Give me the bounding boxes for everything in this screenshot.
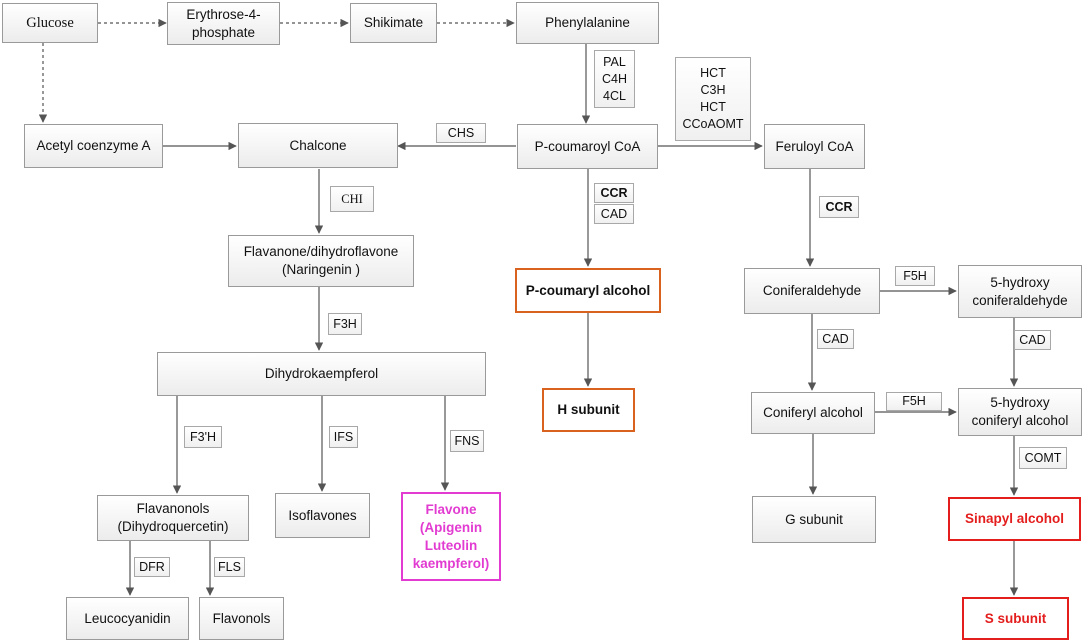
node-dihydrokaempferol: Dihydrokaempferol xyxy=(157,352,486,396)
enzyme-cad-coniferaldehyde: CAD xyxy=(817,329,854,349)
node-coniferyl-alcohol: Coniferyl alcohol xyxy=(751,392,875,434)
node-leucocyanidin: Leucocyanidin xyxy=(66,597,189,640)
enzyme-f5h-bottom: F5H xyxy=(886,392,942,411)
node-p-coumaryl-alcohol: P-coumaryl alcohol xyxy=(515,268,661,313)
enzyme-ifs: IFS xyxy=(329,426,358,448)
node-5-hydroxy-coniferaldehyde: 5-hydroxy coniferaldehyde xyxy=(958,265,1082,318)
enzyme-f3prime-h: F3'H xyxy=(184,426,222,448)
node-sinapyl-alcohol: Sinapyl alcohol xyxy=(948,497,1081,541)
node-flavonols: Flavonols xyxy=(199,597,284,640)
enzyme-fls: FLS xyxy=(214,557,245,577)
enzyme-chi: CHI xyxy=(330,186,374,212)
node-isoflavones: Isoflavones xyxy=(275,493,370,538)
node-erythrose-4-phosphate: Erythrose-4- phosphate xyxy=(167,2,280,45)
enzyme-chs: CHS xyxy=(436,123,486,143)
enzyme-pal-c4h-4cl: PAL C4H 4CL xyxy=(594,50,635,108)
node-p-coumaroyl-coa: P-coumaroyl CoA xyxy=(517,124,658,169)
enzyme-ccr: CCR xyxy=(594,183,634,203)
enzyme-fns: FNS xyxy=(450,430,484,452)
node-phenylalanine: Phenylalanine xyxy=(516,2,659,44)
node-s-subunit: S subunit xyxy=(962,597,1069,640)
node-shikimate: Shikimate xyxy=(350,3,437,43)
node-h-subunit: H subunit xyxy=(542,388,635,432)
enzyme-hct-c3h-hct-ccoaomt: HCT C3H HCT CCoAOMT xyxy=(675,57,751,141)
enzyme-f5h-top: F5H xyxy=(895,266,935,286)
enzyme-comt: COMT xyxy=(1019,447,1067,469)
enzyme-f3h: F3H xyxy=(328,313,362,335)
enzyme-dfr: DFR xyxy=(134,557,170,577)
enzyme-ccr-feruloyl: CCR xyxy=(819,196,859,218)
node-flavanone: Flavanone/dihydroflavone (Naringenin ) xyxy=(228,235,414,287)
node-g-subunit: G subunit xyxy=(752,496,876,543)
node-feruloyl-coa: Feruloyl CoA xyxy=(764,124,865,169)
node-flavone: Flavone (Apigenin Luteolin kaempferol) xyxy=(401,492,501,581)
enzyme-cad-hydroxy: CAD xyxy=(1014,330,1051,350)
node-glucose: Glucose xyxy=(2,3,98,43)
node-coniferaldehyde: Coniferaldehyde xyxy=(744,268,880,314)
node-acetyl-coenzyme-a: Acetyl coenzyme A xyxy=(24,124,163,168)
node-5-hydroxy-coniferyl-alcohol: 5-hydroxy coniferyl alcohol xyxy=(958,388,1082,436)
node-flavanonols: Flavanonols (Dihydroquercetin) xyxy=(97,495,249,541)
enzyme-cad: CAD xyxy=(594,204,634,224)
node-chalcone: Chalcone xyxy=(238,123,398,168)
